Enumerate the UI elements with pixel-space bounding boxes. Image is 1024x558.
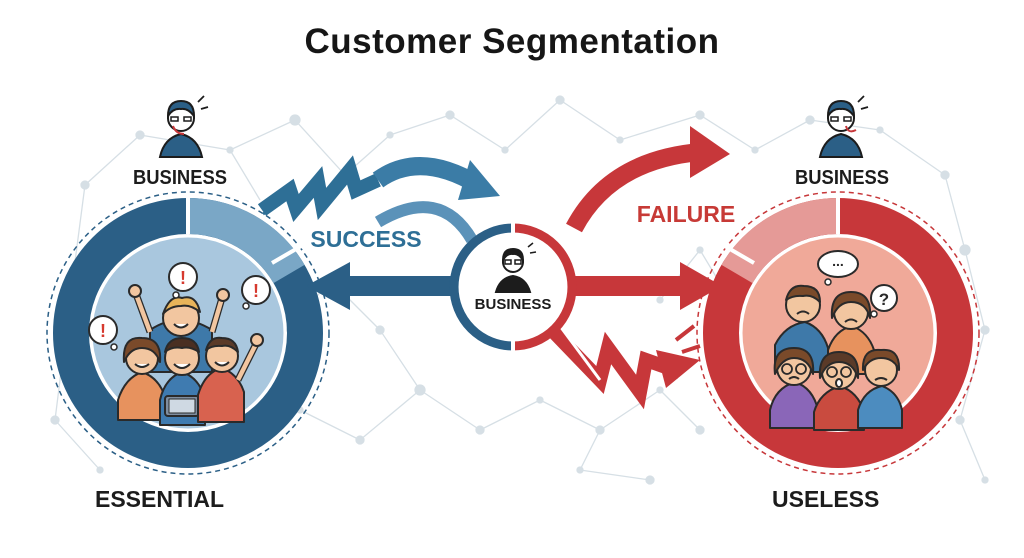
- frustrated-customers-illustration: [769, 284, 903, 431]
- thought-bubble-right-2: ?: [870, 284, 898, 318]
- ellipsis-icon: ...: [832, 253, 844, 269]
- thought-bubble-left-3: !: [88, 315, 118, 351]
- essential-label: ESSENTIAL: [95, 486, 225, 512]
- arrow-to-essential: [306, 262, 460, 310]
- exclamation-icon: !: [180, 268, 186, 288]
- success-label: SUCCESS: [310, 226, 422, 252]
- question-icon: ?: [879, 290, 889, 309]
- center-business-person-icon: [494, 242, 537, 293]
- thought-bubble-left-2: !: [241, 275, 271, 310]
- exclamation-icon: !: [253, 281, 259, 301]
- failure-label: FAILURE: [636, 201, 736, 227]
- arrow-to-useless: [568, 262, 722, 310]
- failure-curved-arrow: [566, 126, 730, 233]
- right-business-label: BUSINESS: [794, 167, 890, 189]
- left-business-person-icon: [158, 95, 209, 158]
- right-business-person-icon: [818, 95, 869, 158]
- exclamation-icon: !: [100, 321, 106, 341]
- thought-bubble-right-1: ...: [817, 250, 859, 286]
- happy-customers-illustration: [117, 284, 264, 426]
- failure-zigzag-arrow: [542, 321, 701, 410]
- thought-bubble-left-1: !: [168, 262, 198, 299]
- useless-label: USELESS: [772, 486, 880, 512]
- center-business-label: BUSINESS: [474, 296, 552, 313]
- page-title: Customer Segmentation: [304, 22, 720, 61]
- success-zigzag-arrow: [257, 155, 500, 244]
- left-business-label: BUSINESS: [132, 167, 228, 189]
